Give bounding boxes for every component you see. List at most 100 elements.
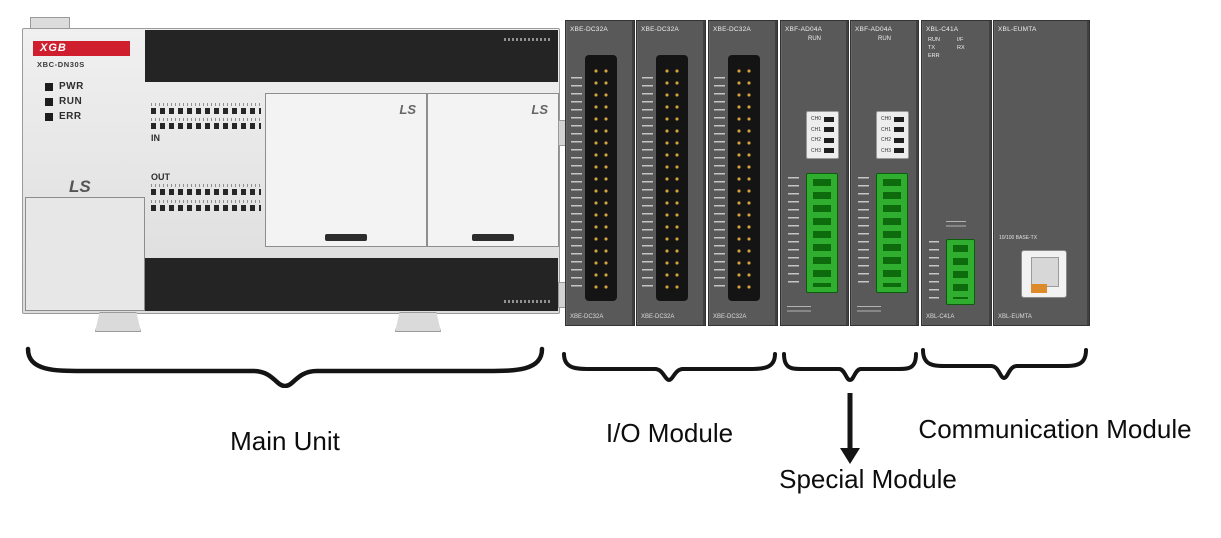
communication-module-brace (921, 348, 1088, 380)
connector-pins (734, 65, 754, 291)
cover-slot (325, 234, 367, 241)
terminal-block (946, 239, 975, 305)
dip-switch-icon (824, 137, 834, 143)
terminal-id-strip (642, 77, 653, 287)
dip-row: CH1 (811, 127, 834, 133)
main-unit-brace (25, 346, 545, 388)
in-terminal-numbers (151, 118, 261, 121)
run-status-label: RUN (808, 36, 821, 42)
led-row-pwr: PWR (45, 81, 84, 92)
ls-logo: LS (531, 102, 548, 117)
module-model-label-bottom: XBE-DC32A (713, 314, 747, 320)
module-model-label-bottom: XBL-C41A (926, 314, 955, 320)
fine-print (946, 221, 966, 230)
dip-switch-icon (894, 116, 904, 122)
terminal-id-strip (788, 177, 799, 287)
channel-label: CH0 (881, 116, 892, 122)
io-module-label: I/O Module (605, 418, 734, 448)
module-model-label: XBL-EUMTA (998, 26, 1037, 33)
io-module-brace (562, 352, 777, 382)
in-indicator-row (151, 123, 261, 129)
band-fine-print (504, 38, 550, 41)
module-model-label: XBE-DC32A (570, 26, 608, 33)
module-model-label-bottom: XBE-DC32A (641, 314, 675, 320)
io-module-3: XBE-DC32A XBE-DC32A (708, 20, 778, 326)
dip-row: CH2 (881, 137, 904, 143)
pwr-led-label: PWR (59, 81, 84, 92)
band-fine-print (504, 300, 550, 303)
main-unit-top-band (145, 30, 558, 82)
terminal-block (806, 173, 838, 293)
out-indicator-row (151, 205, 261, 211)
run-led-icon (45, 97, 53, 106)
expansion-cover-panel: LS (265, 93, 427, 247)
terminal-block (876, 173, 908, 293)
comm-led-run: RUN (928, 37, 940, 43)
expansion-cover-panel: LS (427, 93, 559, 247)
terminal-holes (953, 245, 968, 299)
out-label: OUT (151, 172, 170, 182)
io-module-1: XBE-DC32A XBE-DC32A (565, 20, 635, 326)
connector-pins (662, 65, 682, 291)
err-led-label: ERR (59, 111, 82, 122)
io-module-2: XBE-DC32A XBE-DC32A (636, 20, 706, 326)
ethernet-port-slot (1031, 257, 1059, 287)
channel-label: CH1 (881, 126, 892, 133)
module-model-label: XBF-AD04A (855, 26, 893, 33)
terminal-id-strip (571, 77, 582, 287)
fine-print (857, 306, 881, 315)
terminal-holes (813, 179, 831, 287)
ethernet-port-contacts (1031, 284, 1047, 293)
comm-module-serial: XBL-C41A RUN I/F TX RX ERR XBL-C41A (921, 20, 992, 326)
brand-badge: XGB (33, 41, 130, 56)
dip-row: CH2 (811, 137, 834, 143)
dip-switch-icon (824, 116, 834, 122)
module-model-label: XBF-AD04A (785, 26, 823, 33)
pwr-led-icon (45, 82, 53, 91)
module-model-label-bottom: XBE-DC32A (570, 314, 604, 320)
special-module-arrow (840, 393, 860, 464)
module-model-label: XBE-DC32A (713, 26, 751, 33)
io-connector (656, 55, 688, 301)
ethernet-port-label: 10/100 BASE-TX (999, 235, 1038, 241)
channel-label: CH3 (811, 147, 822, 154)
special-module-2: XBF-AD04A RUN CH0 CH1 CH2 CH3 (850, 20, 919, 326)
terminal-id-strip (929, 241, 939, 301)
communication-module-label: Communication Module (918, 414, 1192, 444)
module-model-label: XBL-C41A (926, 26, 959, 33)
dip-row: CH0 (811, 116, 834, 122)
channel-label: CH3 (881, 147, 892, 154)
dip-row: CH0 (881, 116, 904, 122)
mounting-foot (395, 312, 441, 332)
connector-pins (591, 65, 611, 291)
dip-row: CH3 (881, 148, 904, 154)
main-unit-model: XBC-DN30S (37, 60, 85, 69)
dip-switch-block: CH0 CH1 CH2 CH3 (806, 111, 839, 159)
dip-switch-icon (824, 148, 834, 154)
io-connector (585, 55, 617, 301)
dip-row: CH1 (881, 127, 904, 133)
in-label: IN (151, 133, 160, 143)
comm-module-ethernet: XBL-EUMTA 10/100 BASE-TX XBL-EUMTA (993, 20, 1090, 326)
main-unit-label: Main Unit (230, 426, 340, 456)
mounting-foot (95, 312, 141, 332)
channel-label: CH1 (811, 126, 822, 133)
dip-switch-block: CH0 CH1 CH2 CH3 (876, 111, 909, 159)
run-status-label: RUN (878, 36, 891, 42)
channel-label: CH2 (811, 137, 822, 144)
dip-switch-icon (894, 148, 904, 154)
io-connector (728, 55, 760, 301)
terminal-cover (25, 197, 145, 311)
comm-led-labels: RUN I/F TX RX ERR (928, 37, 986, 60)
channel-label: CH2 (881, 137, 892, 144)
main-unit-top-tab (30, 17, 70, 31)
ethernet-port (1021, 250, 1067, 298)
special-module-brace (782, 352, 918, 382)
special-module-1: XBF-AD04A RUN CH0 CH1 CH2 CH3 (780, 20, 849, 326)
ls-logo: LS (399, 102, 416, 117)
err-led-icon (45, 112, 53, 121)
terminal-holes (883, 179, 901, 287)
ls-logo: LS (69, 177, 91, 196)
dip-switch-icon (824, 127, 834, 133)
